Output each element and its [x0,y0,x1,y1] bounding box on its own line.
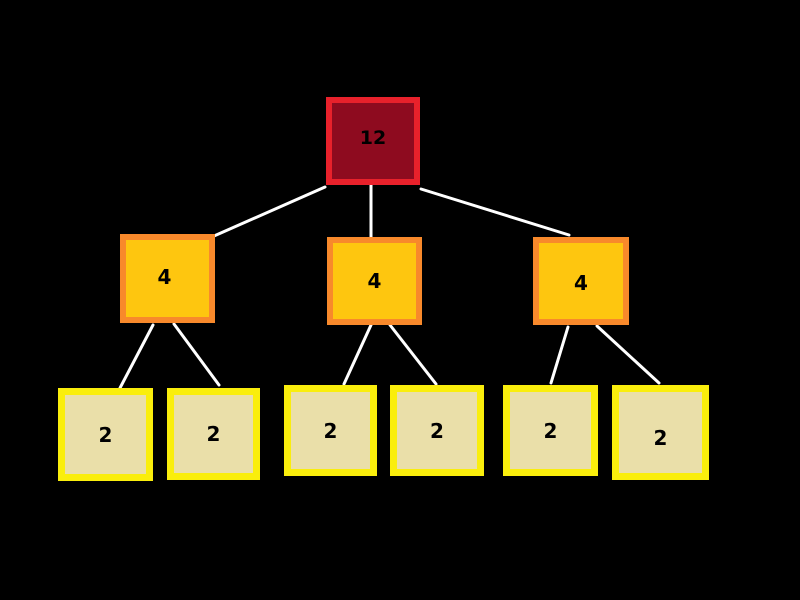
tree-node-branch-2-value: 4 [574,271,588,295]
tree-node-leaf-3: 2 [390,385,484,476]
edge-root-branch-2 [419,187,571,237]
tree-node-leaf-1: 2 [167,388,260,480]
tree-node-leaf-0: 2 [58,388,153,481]
tree-node-leaf-5-value: 2 [653,425,668,450]
tree-node-leaf-3-value: 2 [430,418,444,443]
tree-node-leaf-0-value: 2 [98,422,113,447]
edge-branch-1-leaf-2 [342,323,373,386]
tree-node-leaf-2: 2 [284,385,377,476]
tree-node-root-value: 12 [359,127,387,149]
tree-node-branch-2: 4 [533,237,629,325]
tree-node-branch-1-value: 4 [367,269,382,293]
tree-node-branch-0: 4 [120,234,215,323]
edge-branch-2-leaf-5 [595,324,661,385]
edge-branch-1-leaf-3 [388,323,438,386]
tree-node-branch-1: 4 [327,237,422,325]
tree-node-leaf-4-value: 2 [543,418,558,443]
edge-branch-0-leaf-1 [172,322,221,387]
tree-node-leaf-1-value: 2 [206,422,221,446]
tree-node-leaf-5: 2 [612,385,709,480]
tree-node-leaf-4: 2 [503,385,598,476]
edge-branch-0-leaf-0 [118,323,155,390]
tree-node-branch-0-value: 4 [157,264,172,289]
tree-node-root: 12 [326,97,420,185]
tree-node-leaf-2-value: 2 [323,418,338,443]
edge-root-branch-0 [212,185,327,238]
edge-branch-2-leaf-4 [549,325,570,385]
